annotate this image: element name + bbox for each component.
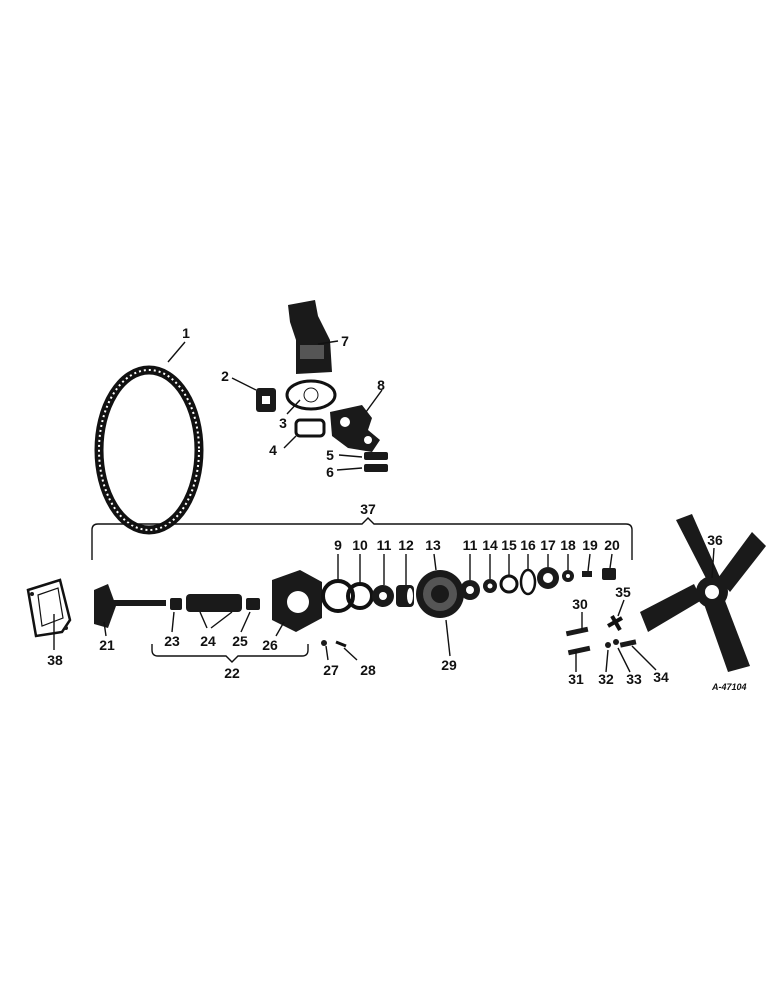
bracket-37 <box>91 517 633 560</box>
bracket-22 <box>151 644 309 663</box>
callout-18: 18 <box>560 537 576 553</box>
thermostat-housing <box>330 405 380 452</box>
callout-35: 35 <box>615 584 631 600</box>
retainer-17 <box>537 567 559 589</box>
callout-19: 19 <box>582 537 598 553</box>
gasket-4 <box>294 418 326 438</box>
gasket-3 <box>285 379 337 411</box>
callout-37: 37 <box>360 501 376 517</box>
callout-11b: 11 <box>463 537 478 553</box>
bolt-19 <box>582 571 592 577</box>
callout-36: 36 <box>707 532 723 548</box>
washer-9 <box>321 579 355 613</box>
callout-5: 5 <box>326 447 334 463</box>
callout-24: 24 <box>200 633 216 649</box>
nut-18 <box>562 570 574 582</box>
callout-2: 2 <box>221 368 229 384</box>
water-outlet-elbow <box>288 300 332 374</box>
bearing-11b <box>460 580 480 600</box>
hardware-30-35 <box>565 615 637 656</box>
impeller-shaft <box>94 584 166 628</box>
callout-20: 20 <box>604 537 620 553</box>
callout-17: 17 <box>540 537 556 553</box>
callout-38: 38 <box>47 652 63 668</box>
callout-14: 14 <box>482 537 498 553</box>
callout-10: 10 <box>352 537 368 553</box>
callout-11a: 11 <box>377 537 392 553</box>
callout-3: 3 <box>279 415 287 431</box>
fan-blade <box>640 514 766 672</box>
callout-22: 22 <box>224 665 240 681</box>
callout-25: 25 <box>232 633 248 649</box>
fitting-20 <box>602 568 616 580</box>
reference-code: A-47104 <box>711 682 747 692</box>
callout-23: 23 <box>164 633 180 649</box>
callout-7: 7 <box>341 333 349 349</box>
spacer-12 <box>396 585 414 607</box>
fitting-2 <box>256 388 276 412</box>
pump-body <box>272 570 322 632</box>
callout-16: 16 <box>520 537 536 553</box>
callout-12: 12 <box>398 537 414 553</box>
leader-lines <box>53 340 715 673</box>
clamps <box>364 452 388 472</box>
seal-assembly <box>170 594 260 612</box>
callout-27: 27 <box>323 662 339 678</box>
callout-1: 1 <box>182 325 190 341</box>
callout-21: 21 <box>99 637 115 653</box>
washer-14 <box>483 579 497 593</box>
fan-belt <box>94 365 204 535</box>
callout-31: 31 <box>568 671 584 687</box>
callout-13: 13 <box>425 537 441 553</box>
pulley <box>416 570 464 618</box>
screws-27-28 <box>321 640 347 648</box>
callout-34: 34 <box>653 669 669 685</box>
callout-26: 26 <box>262 637 278 653</box>
callout-32: 32 <box>598 671 614 687</box>
callout-8: 8 <box>377 377 385 393</box>
callout-6: 6 <box>326 464 334 480</box>
callout-4: 4 <box>269 442 277 458</box>
callout-labels: 1 2 3 4 5 6 7 8 37 9 10 11 12 13 11 14 1… <box>47 325 746 692</box>
bearing-11a <box>372 585 394 607</box>
ring-16 <box>519 568 537 596</box>
callout-28: 28 <box>360 662 376 678</box>
callout-9: 9 <box>334 537 342 553</box>
callout-15: 15 <box>501 537 517 553</box>
gasket-38 <box>26 578 72 638</box>
callout-33: 33 <box>626 671 642 687</box>
callout-29: 29 <box>441 657 457 673</box>
callout-30: 30 <box>572 596 588 612</box>
washer-15 <box>499 574 519 594</box>
